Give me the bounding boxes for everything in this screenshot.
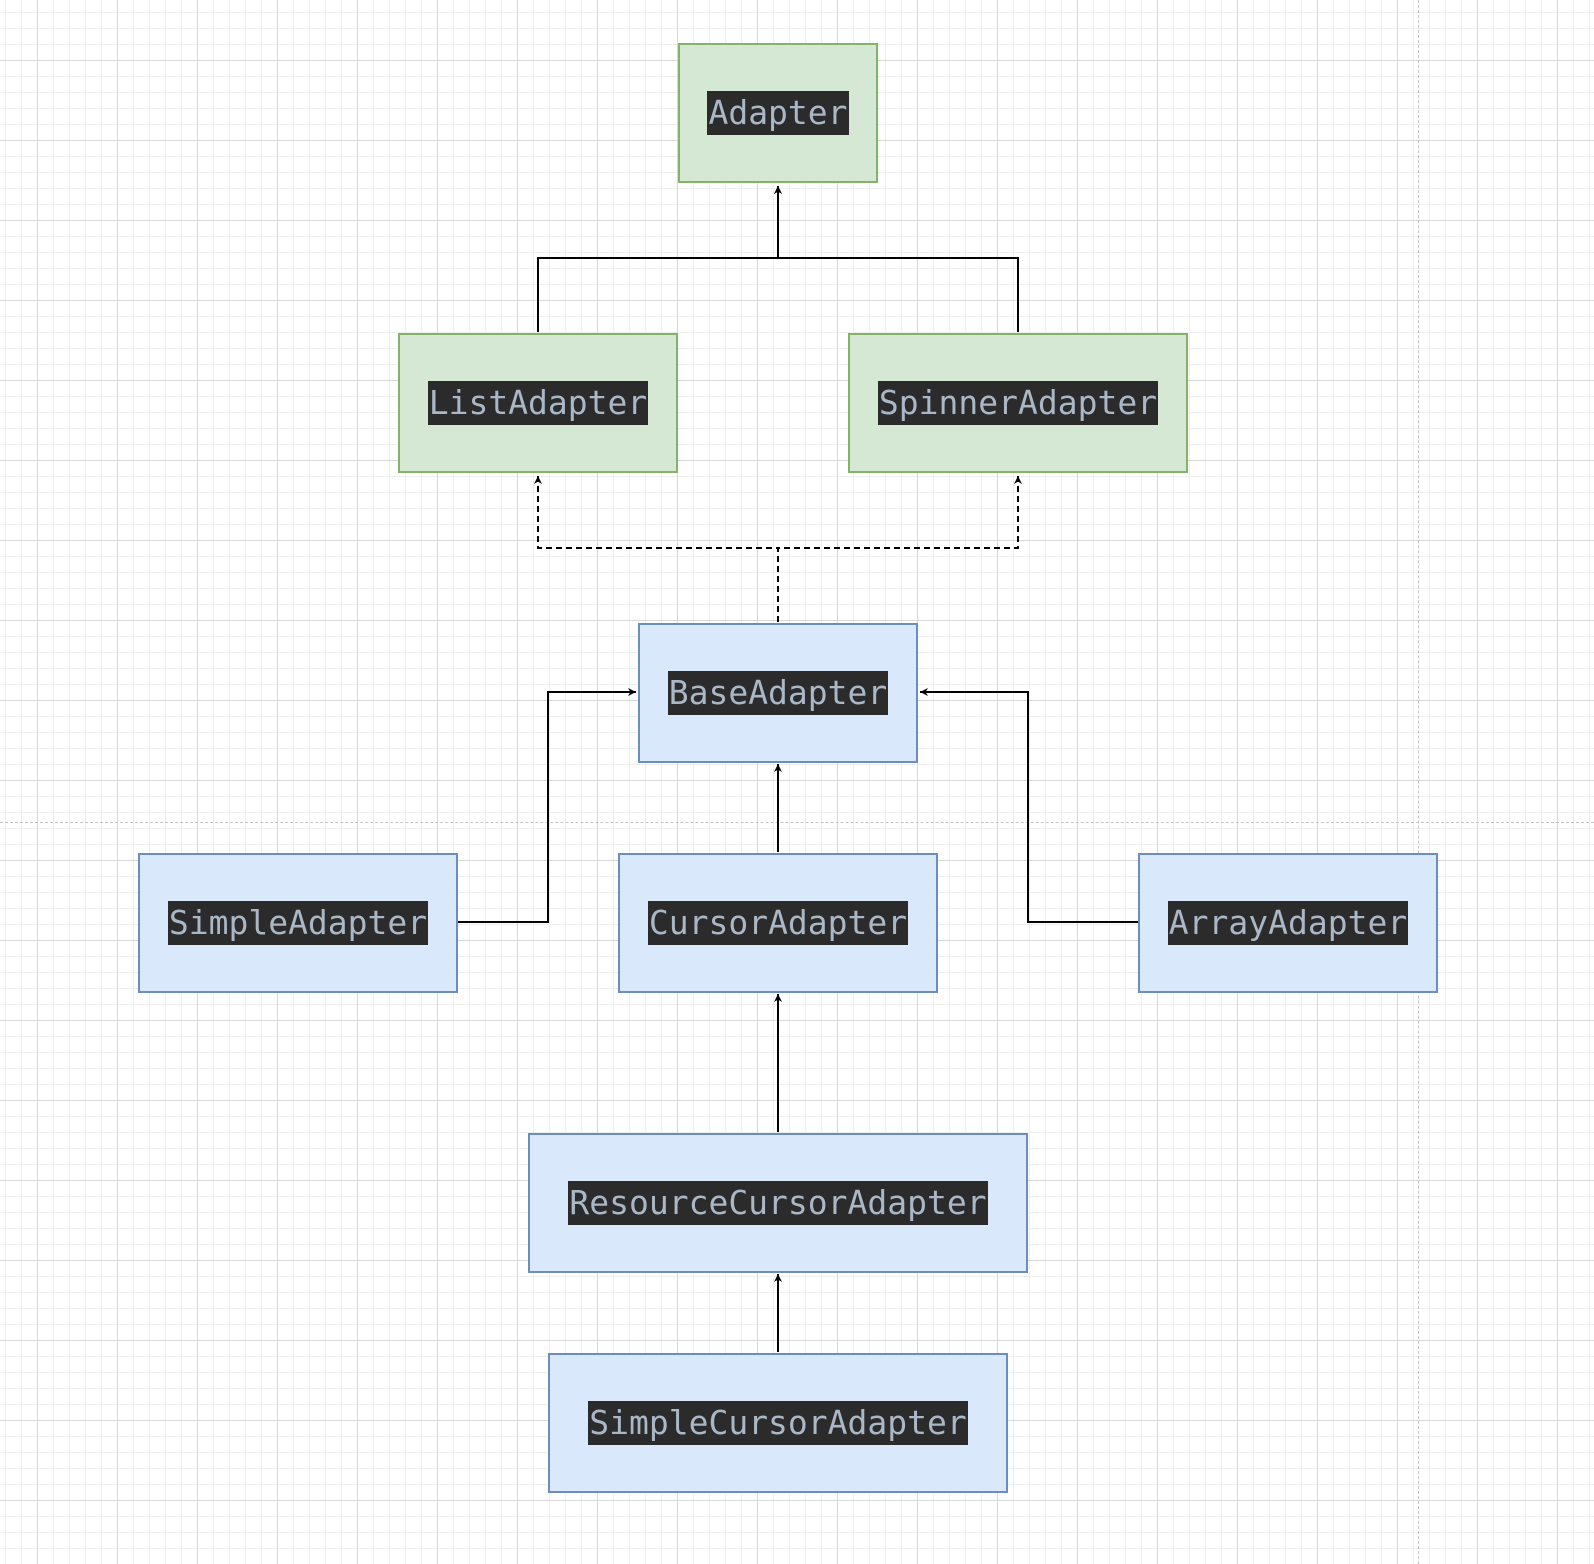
node-label: ListAdapter: [427, 381, 649, 425]
node-label: SimpleAdapter: [167, 901, 429, 945]
node-simple-adapter[interactable]: SimpleAdapter: [138, 853, 458, 993]
node-base-adapter[interactable]: BaseAdapter: [638, 623, 918, 763]
edge-listadapter-to-adapter[interactable]: [537, 186, 782, 332]
edge-arrayadapter-to-baseadapter[interactable]: [920, 688, 1138, 923]
edge-spinneradapter-to-adapter[interactable]: [774, 186, 1019, 332]
node-label: SimpleCursorAdapter: [588, 1401, 968, 1445]
node-list-adapter[interactable]: ListAdapter: [398, 333, 678, 473]
page-break-vertical: [1418, 0, 1419, 1564]
node-label: BaseAdapter: [667, 671, 889, 715]
page-break-horizontal: [0, 822, 1594, 823]
node-array-adapter[interactable]: ArrayAdapter: [1138, 853, 1438, 993]
node-label: ResourceCursorAdapter: [568, 1181, 988, 1225]
node-spinner-adapter[interactable]: SpinnerAdapter: [848, 333, 1188, 473]
node-resource-cursor-adapter[interactable]: ResourceCursorAdapter: [528, 1133, 1028, 1273]
node-simple-cursor-adapter[interactable]: SimpleCursorAdapter: [548, 1353, 1008, 1493]
node-label: SpinnerAdapter: [877, 381, 1159, 425]
node-label: ArrayAdapter: [1167, 901, 1409, 945]
node-label: CursorAdapter: [647, 901, 909, 945]
edge-baseadapter-to-spinneradapter[interactable]: [777, 476, 1022, 622]
node-adapter[interactable]: Adapter: [678, 43, 878, 183]
edge-simpleadapter-to-baseadapter[interactable]: [458, 688, 636, 923]
node-label: Adapter: [707, 91, 849, 135]
node-cursor-adapter[interactable]: CursorAdapter: [618, 853, 938, 993]
edge-baseadapter-to-listadapter[interactable]: [534, 476, 779, 622]
